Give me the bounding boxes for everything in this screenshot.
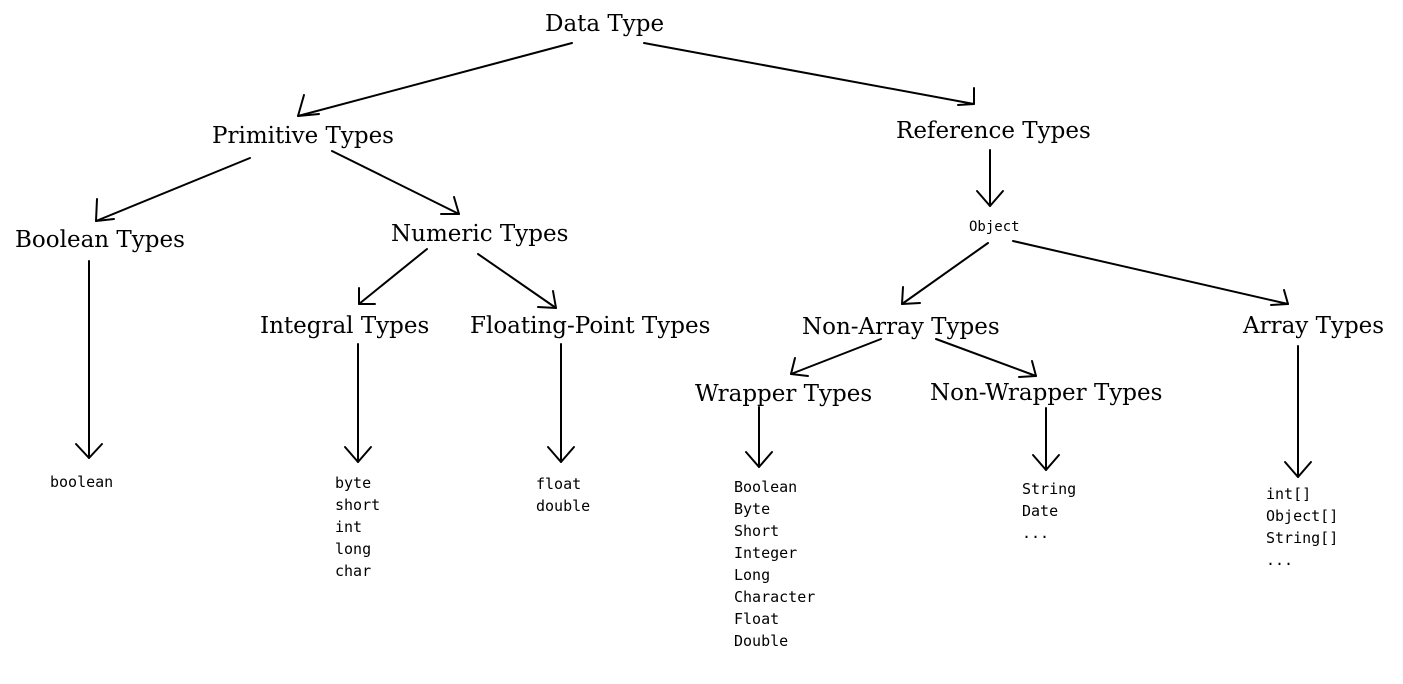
leaf-item: int[]: [1266, 485, 1312, 503]
leaf-list-integral: byte short int long char: [335, 472, 380, 582]
edge-nonarray-nonwrapper: [935, 338, 1037, 378]
leaf-item: float: [536, 475, 582, 493]
edge-wrapper-leaves: [745, 406, 773, 468]
edge-primitive-numeric: [331, 150, 460, 215]
leaf-list-floating: float double: [536, 473, 590, 517]
node-integral-types: Integral Types: [260, 313, 430, 339]
edge-numeric-floating: [477, 253, 557, 309]
node-non-wrapper-types: Non-Wrapper Types: [930, 380, 1163, 406]
node-primitive-types: Primitive Types: [212, 123, 394, 149]
leaf-item: long: [335, 540, 372, 558]
node-object: Object: [969, 219, 1020, 235]
edge-numeric-integral: [358, 248, 428, 305]
edge-integral-leaves: [344, 343, 372, 463]
node-floating-point-types: Floating-Point Types: [470, 313, 711, 339]
leaf-item: Integer: [734, 544, 798, 562]
leaf-item: int: [335, 518, 363, 536]
edge-primitive-boolean: [95, 157, 251, 222]
leaf-item: boolean: [50, 473, 114, 491]
leaf-item: short: [335, 496, 381, 514]
leaf-item: Boolean: [734, 478, 798, 496]
node-boolean-types: Boolean Types: [15, 227, 185, 253]
edge-datatype-primitive: [297, 42, 573, 117]
leaf-item: Float: [734, 610, 780, 628]
node-numeric-types: Numeric Types: [391, 221, 569, 247]
leaf-item: char: [335, 562, 372, 580]
leaf-item: Date: [1022, 502, 1059, 520]
leaf-item: double: [536, 497, 591, 515]
leaf-item: Character: [734, 588, 816, 606]
leaf-list-wrapper: Boolean Byte Short Integer Long Characte…: [734, 476, 815, 652]
node-array-types: Array Types: [1243, 313, 1385, 339]
edge-booleantypes-boolean: [75, 260, 103, 459]
leaf-item: ...: [1022, 524, 1050, 542]
leaf-item: Short: [734, 522, 780, 540]
edge-nonwrapper-leaves: [1032, 407, 1060, 471]
leaf-item: Object[]: [1266, 507, 1339, 525]
edge-object-array: [1012, 240, 1289, 306]
leaf-list-array: int[] Object[] String[] ...: [1266, 483, 1338, 571]
leaf-item: Byte: [734, 500, 771, 518]
node-data-type: Data Type: [545, 11, 665, 37]
leaf-item: String[]: [1266, 529, 1339, 547]
leaf-item: Long: [734, 566, 771, 584]
leaf-item: byte: [335, 474, 372, 492]
edge-floating-leaves: [547, 343, 575, 463]
node-wrapper-types: Wrapper Types: [695, 381, 873, 407]
edge-object-nonarray: [901, 242, 989, 305]
leaf-list-boolean: boolean: [50, 471, 113, 493]
edge-array-leaves: [1284, 345, 1312, 478]
node-reference-types: Reference Types: [896, 118, 1091, 144]
edge-reference-object: [976, 149, 1004, 207]
node-non-array-types: Non-Array Types: [802, 314, 1000, 340]
leaf-item: ...: [1266, 551, 1294, 569]
edge-nonarray-wrapper: [790, 338, 882, 377]
edge-datatype-reference: [643, 42, 975, 106]
leaf-item: String: [1022, 480, 1077, 498]
leaf-list-non-wrapper: String Date ...: [1022, 478, 1076, 544]
leaf-item: Double: [734, 632, 789, 650]
